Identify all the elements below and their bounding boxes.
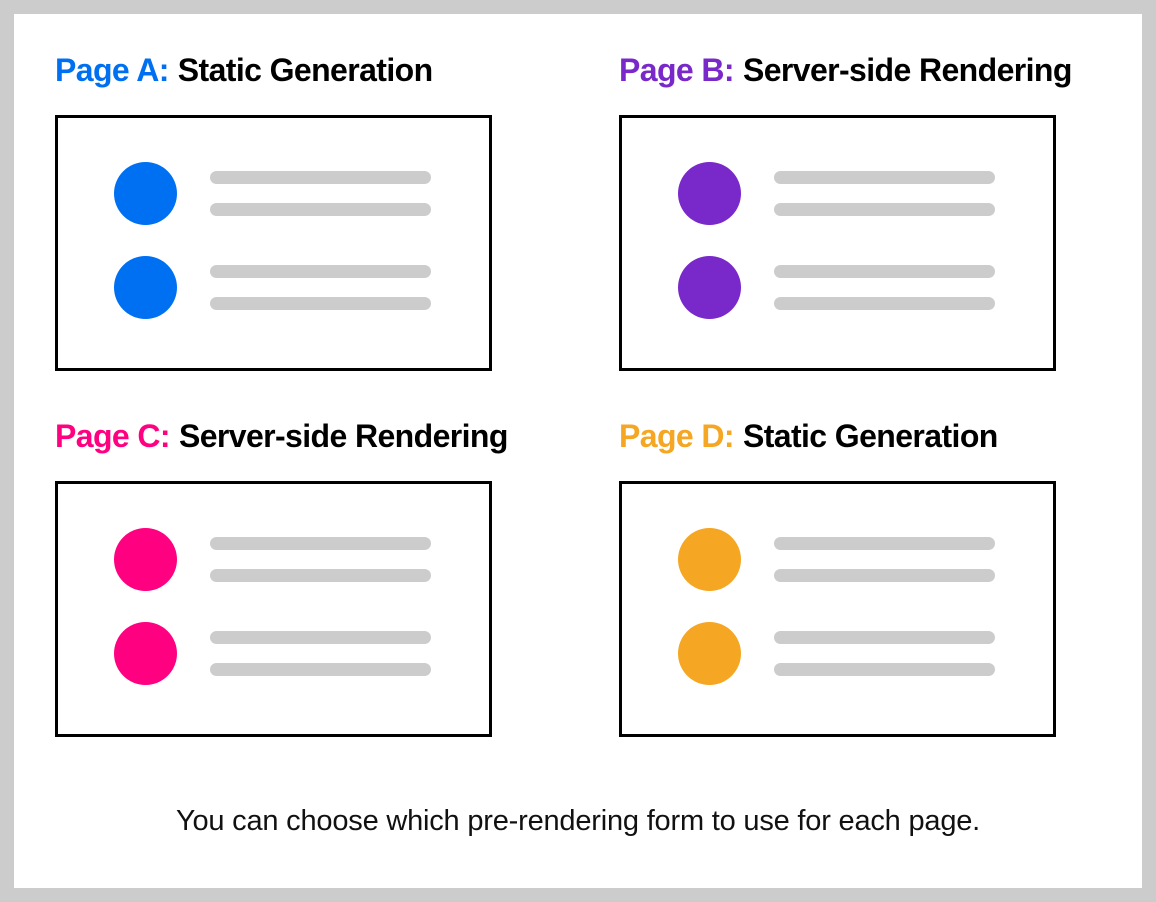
avatar <box>114 162 177 225</box>
panel-b-title: Page B: Server-side Rendering <box>619 50 1072 90</box>
list-item <box>678 256 1053 319</box>
panel-d-rows <box>622 484 1053 734</box>
avatar <box>678 162 741 225</box>
list-item <box>678 528 1053 591</box>
panel-b-page-label: Page B: <box>619 52 735 88</box>
panel-c-title: Page C: Server-side Rendering <box>55 416 508 456</box>
panel-d-title: Page D: Static Generation <box>619 416 1056 456</box>
panel-a-card <box>55 115 492 371</box>
panel-a-title: Page A: Static Generation <box>55 50 492 90</box>
avatar <box>114 528 177 591</box>
text-placeholder-line <box>210 171 431 184</box>
text-placeholder-line <box>210 569 431 582</box>
panel-a-rows <box>58 118 489 368</box>
panel-b-rows <box>622 118 1053 368</box>
text-placeholder-line <box>210 631 431 644</box>
text-placeholder-line <box>210 297 431 310</box>
text-placeholder-group <box>774 631 995 676</box>
panel-a-method-label: Static Generation <box>177 52 433 88</box>
text-placeholder-group <box>210 171 431 216</box>
list-item <box>114 162 489 225</box>
avatar <box>678 622 741 685</box>
list-item <box>114 528 489 591</box>
panel-d-card <box>619 481 1056 737</box>
text-placeholder-line <box>774 631 995 644</box>
text-placeholder-line <box>774 537 995 550</box>
panel-grid: Page A: Static Generation <box>14 14 1142 888</box>
avatar <box>114 622 177 685</box>
text-placeholder-line <box>774 171 995 184</box>
diagram-canvas: Page A: Static Generation <box>14 14 1142 888</box>
panel-d-page-label: Page D: <box>619 418 735 454</box>
panel-page-d: Page D: Static Generation <box>619 416 1056 737</box>
text-placeholder-group <box>210 265 431 310</box>
panel-d-method-label: Static Generation <box>742 418 998 454</box>
avatar <box>678 528 741 591</box>
panel-page-c: Page C: Server-side Rendering <box>55 416 508 737</box>
text-placeholder-group <box>774 171 995 216</box>
panel-c-method-label: Server-side Rendering <box>178 418 508 454</box>
text-placeholder-line <box>774 569 995 582</box>
list-item <box>114 256 489 319</box>
text-placeholder-line <box>210 663 431 676</box>
panel-page-b: Page B: Server-side Rendering <box>619 50 1072 371</box>
panel-page-a: Page A: Static Generation <box>55 50 492 371</box>
list-item <box>678 162 1053 225</box>
avatar <box>114 256 177 319</box>
avatar <box>678 256 741 319</box>
text-placeholder-line <box>210 265 431 278</box>
panel-b-method-label: Server-side Rendering <box>742 52 1072 88</box>
panel-a-page-label: Page A: <box>55 52 169 88</box>
text-placeholder-group <box>210 631 431 676</box>
list-item <box>114 622 489 685</box>
text-placeholder-line <box>774 297 995 310</box>
list-item <box>678 622 1053 685</box>
text-placeholder-group <box>210 537 431 582</box>
text-placeholder-group <box>774 537 995 582</box>
text-placeholder-line <box>774 663 995 676</box>
panel-c-card <box>55 481 492 737</box>
diagram-caption: You can choose which pre-rendering form … <box>175 805 981 837</box>
text-placeholder-line <box>774 203 995 216</box>
text-placeholder-line <box>774 265 995 278</box>
panel-b-card <box>619 115 1056 371</box>
panel-c-page-label: Page C: <box>55 418 171 454</box>
text-placeholder-group <box>774 265 995 310</box>
text-placeholder-line <box>210 537 431 550</box>
panel-c-rows <box>58 484 489 734</box>
text-placeholder-line <box>210 203 431 216</box>
